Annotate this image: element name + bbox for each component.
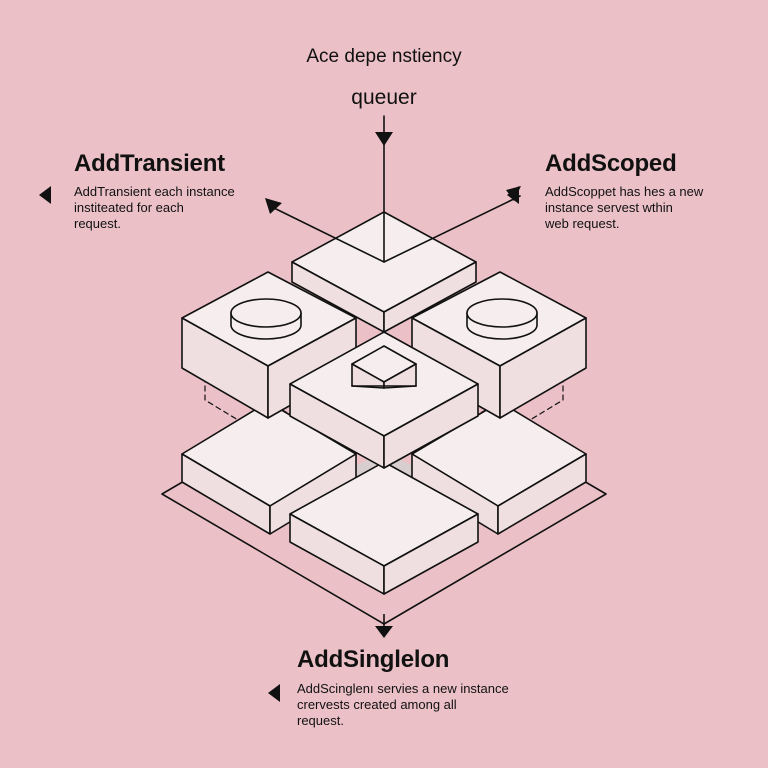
center-cube [351, 345, 417, 389]
scoped-description: AddScoppet has hes a new instance serves… [545, 184, 703, 232]
arrow-scoped-icon [507, 186, 519, 204]
diagram-subtitle: queuer [351, 86, 417, 109]
block-bottom [289, 461, 479, 595]
arrow-bottom-down-icon [375, 626, 393, 638]
singleton-heading: AddSinglelon [297, 646, 450, 673]
diagram-title: Ace depe nstiency [306, 46, 462, 67]
arrow-left-pointer-icon [265, 198, 282, 214]
singleton-desc-line: request. [297, 713, 344, 728]
scoped-desc-line: web request. [545, 216, 620, 231]
scoped-heading: AddScoped [545, 150, 677, 177]
singleton-desc-line: AddScinglenı servies a new instance [297, 681, 509, 696]
transient-desc-line: AddTransient each instance [74, 184, 235, 199]
transient-desc-line: request. [74, 216, 121, 231]
scoped-desc-line: instance servest wthin [545, 200, 673, 215]
transient-description: AddTransient each instance institeated f… [74, 184, 235, 232]
disk-left [230, 298, 302, 340]
transient-heading: AddTransient [74, 150, 225, 177]
arrow-singleton-icon [268, 684, 280, 702]
transient-desc-line: institeated for each [74, 200, 184, 215]
arrow-transient-icon [39, 186, 51, 204]
disk-right [466, 298, 538, 340]
singleton-desc-line: crervests created among all [297, 697, 457, 712]
left-pointer-line [273, 195, 521, 263]
arrow-down-icon [375, 132, 393, 146]
singleton-description: AddScinglenı servies a new instance crer… [297, 681, 509, 729]
scoped-desc-line: AddScoppet has hes a new [545, 184, 704, 199]
